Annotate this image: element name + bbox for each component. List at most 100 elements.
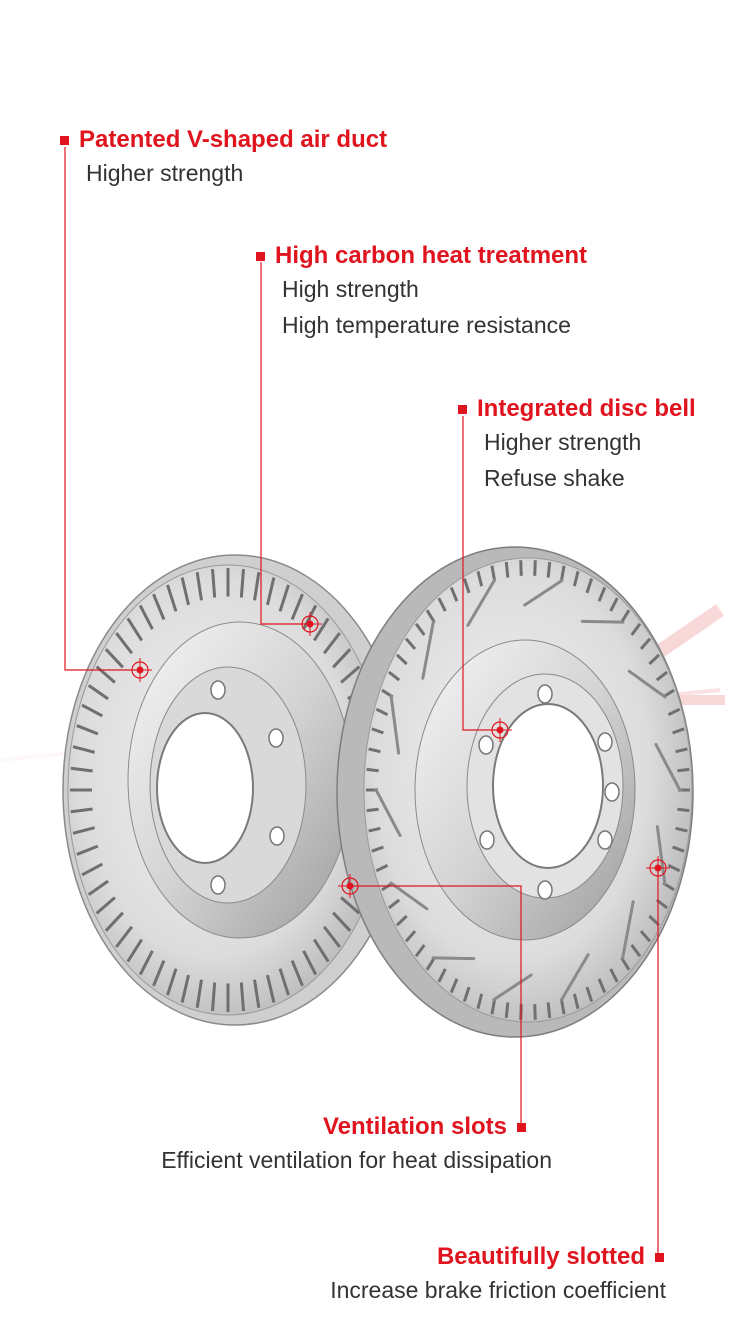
disc-vane <box>95 896 116 915</box>
disc-vane <box>375 707 389 717</box>
disc-vane <box>115 925 134 948</box>
disc-vane <box>371 845 384 853</box>
disc-vane <box>366 767 379 773</box>
disc-slot <box>523 578 564 607</box>
disc-vane <box>290 593 304 621</box>
disc-vane <box>675 826 688 833</box>
disc-vane <box>504 1002 510 1019</box>
disc-vane <box>630 944 642 958</box>
disc-slot <box>560 953 590 1002</box>
disc-vane <box>368 747 381 754</box>
feature-line: Refuse shake <box>484 465 625 491</box>
disc-slot <box>580 619 625 624</box>
disc-vane <box>126 938 143 963</box>
feature-heat-treatment: High carbon heat treatment High strength… <box>256 241 587 343</box>
feature-line: Increase brake friction coefficient <box>330 1277 666 1303</box>
disc-vane <box>302 950 318 976</box>
disc-vane <box>462 578 471 594</box>
disc-vane <box>677 767 690 773</box>
disc-vane <box>572 993 580 1010</box>
disc-vane <box>313 617 330 642</box>
disc-vane <box>667 707 681 717</box>
disc-vane <box>395 914 408 927</box>
disc-vane <box>340 665 361 684</box>
disc-vane <box>104 648 124 669</box>
disc-vane <box>388 670 401 682</box>
feature-line: Efficient ventilation for heat dissipati… <box>161 1147 552 1173</box>
disc-vane <box>322 632 341 655</box>
feature-title: Beautifully slotted <box>436 1243 645 1270</box>
disc-vane <box>366 807 379 813</box>
disc-slot <box>492 973 533 1002</box>
disc-vane <box>166 584 178 612</box>
disc-vane <box>368 826 381 833</box>
leader-line-ventilation <box>350 885 522 1130</box>
disc-vane <box>672 845 685 853</box>
disc-slot <box>431 956 476 961</box>
disc-vane <box>462 986 471 1002</box>
disc-vane <box>375 863 389 873</box>
disc-vane <box>414 622 426 636</box>
rear-brake-disc <box>62 554 408 1026</box>
disc-vane <box>648 653 661 666</box>
disc-vane <box>81 703 104 718</box>
feature-disc-bell: Integrated disc bell Higher strength Ref… <box>458 394 696 496</box>
leader-lines <box>64 147 659 1258</box>
disc-vane <box>332 648 352 669</box>
disc-vane <box>677 807 690 813</box>
disc-vane <box>585 986 594 1002</box>
target-marker-icon <box>488 718 512 742</box>
disc-slot <box>621 900 635 960</box>
disc-vane <box>597 586 607 602</box>
feature-line: Higher strength <box>484 429 642 455</box>
disc-vane <box>449 978 459 994</box>
disc-vane <box>675 747 688 754</box>
disc-vane <box>490 565 497 582</box>
disc-vane <box>70 807 93 814</box>
bullet-square-icon <box>256 251 265 261</box>
disc-vane <box>211 568 217 598</box>
disc-vane <box>597 978 607 994</box>
disc-vane <box>437 968 447 983</box>
disc-vane <box>166 968 178 996</box>
leader-line-heat-treatment <box>260 262 310 625</box>
disc-vane <box>425 956 436 971</box>
disc-vane <box>290 959 304 987</box>
disc-vane <box>667 863 681 873</box>
disc-vane <box>404 930 417 943</box>
disc-vane <box>253 979 261 1008</box>
disc-vane <box>546 561 552 578</box>
front-brake-disc <box>336 546 694 1038</box>
disc-slot <box>654 742 682 792</box>
target-marker-icon <box>128 658 152 682</box>
disc-vane <box>572 570 580 587</box>
disc-vane <box>104 911 124 932</box>
disc-vane <box>639 637 652 650</box>
feature-title: High carbon heat treatment <box>275 242 588 269</box>
leader-line-air-duct <box>64 147 140 671</box>
disc-vane <box>195 572 203 601</box>
disc-slot <box>627 669 667 699</box>
feature-title: Ventilation slots <box>322 1113 507 1140</box>
feature-line: High temperature resistance <box>282 312 571 338</box>
disc-vane <box>559 998 566 1015</box>
disc-vane <box>278 584 290 612</box>
disc-vane <box>609 968 619 983</box>
disc-vane <box>490 998 497 1015</box>
disc-vane <box>180 974 190 1003</box>
disc-slot <box>421 620 435 680</box>
disc-vane <box>388 898 401 910</box>
disc-vane <box>332 911 352 932</box>
feature-air-duct: Patented V-shaped air duct Higher streng… <box>60 125 387 191</box>
disc-vane <box>449 586 459 602</box>
disc-vane <box>72 826 95 835</box>
disc-vane <box>476 993 484 1010</box>
disc-vane <box>211 982 217 1012</box>
disc-vane <box>126 617 143 642</box>
bullet-square-icon <box>458 404 467 414</box>
disc-vane <box>72 745 95 754</box>
feature-beautifully-slotted: Beautifully slotted Increase brake frict… <box>330 1242 666 1308</box>
disc-vane <box>138 604 154 630</box>
disc-vane <box>76 724 99 736</box>
